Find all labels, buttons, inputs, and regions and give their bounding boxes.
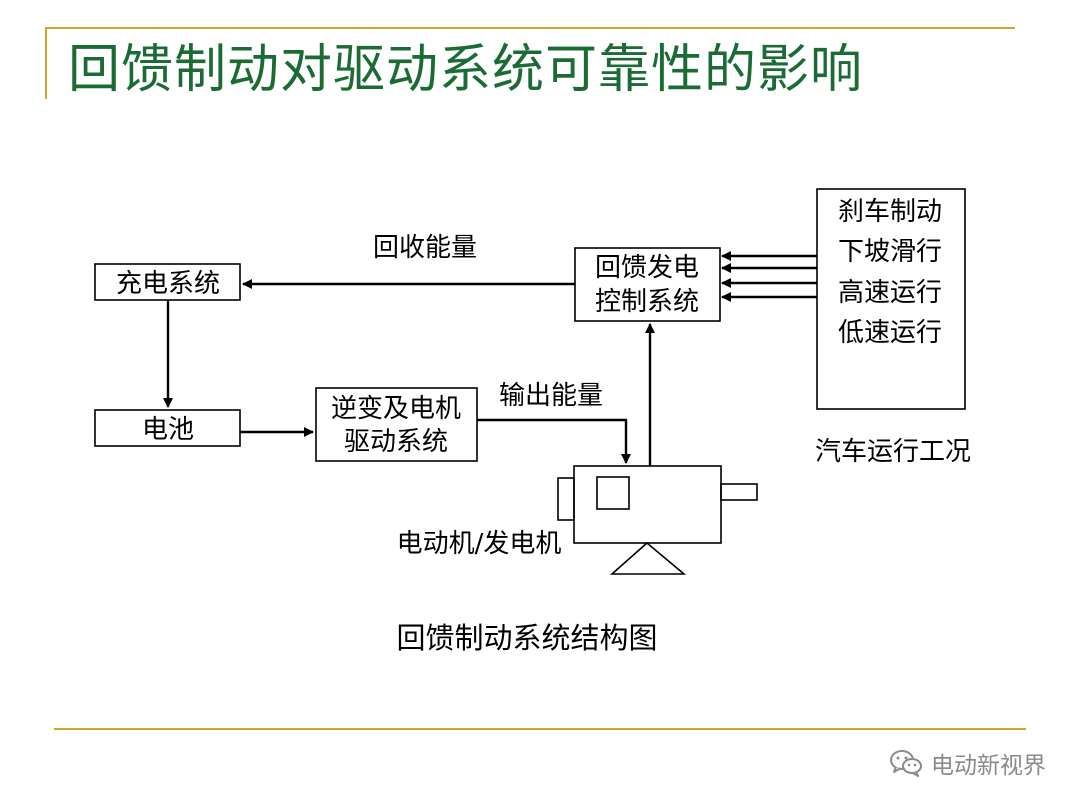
battery-label: 电池 [142, 415, 194, 445]
regen-controller-label-line1: 回馈发电 [595, 253, 699, 283]
regen-controller-label-line2: 控制系统 [595, 287, 699, 317]
recovered-energy-label: 回收能量 [373, 233, 477, 263]
charging-system-label: 充电系统 [116, 269, 220, 299]
slide-title: 回馈制动对驱动系统可靠性的影响 [68, 40, 864, 100]
driving-conditions-box [816, 188, 966, 410]
inverter-drive-box [315, 387, 478, 462]
battery-box [94, 409, 241, 447]
condition-high-speed: 高速运行 [838, 278, 942, 308]
inverter-drive-label-line2: 驱动系统 [344, 427, 448, 457]
title-accent-rule-vertical [45, 27, 47, 99]
footer-rule [54, 728, 1026, 730]
driving-conditions-caption: 汽车运行工况 [815, 437, 971, 467]
watermark: 电动新视界 [889, 746, 1046, 780]
wechat-icon [890, 750, 922, 777]
title-accent-rule-horizontal [45, 27, 1015, 29]
diagram-caption: 回馈制动系统结构图 [396, 621, 657, 655]
output-energy-label: 输出能量 [499, 381, 603, 411]
output-energy-arrow [477, 418, 631, 464]
watermark-text: 电动新视界 [931, 753, 1046, 779]
condition-downhill-coasting: 下坡滑行 [838, 237, 942, 267]
inverter-drive-label-line1: 逆变及电机 [331, 394, 461, 424]
condition-braking: 刹车制动 [838, 197, 942, 227]
condition-low-speed: 低速运行 [838, 318, 942, 348]
motor-generator-icon [557, 465, 758, 575]
motor-generator-label: 电动机/发电机 [397, 529, 562, 559]
